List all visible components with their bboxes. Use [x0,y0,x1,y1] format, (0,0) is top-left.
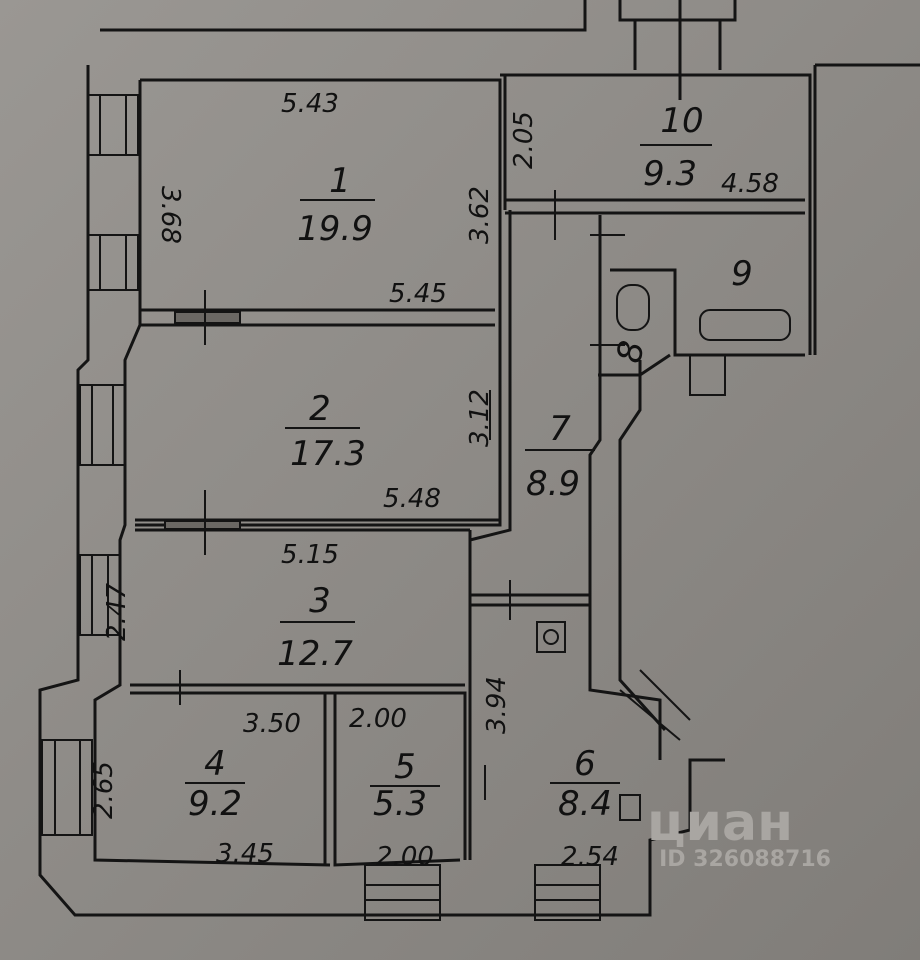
dimension: 2.05 [509,111,539,169]
room-number: 9 [731,254,753,294]
room-7: 78.9 [525,409,595,504]
dimension: 2.00 [376,842,434,872]
room-number: 4 [204,744,226,784]
room-2: 217.3 [285,389,366,474]
room-area: 9.3 [643,154,697,194]
room-number: 2 [309,389,331,429]
dimension: 3.50 [243,709,301,739]
room-3: 312.7 [277,581,355,674]
dimension: 2.54 [561,842,619,872]
room-area: 9.2 [188,784,242,824]
room-number: 10 [660,101,703,141]
dimension: 3.62 [465,186,495,244]
room-area: 8.4 [558,784,612,824]
dimension: 5.45 [389,279,447,309]
dimension: 3.12 [465,389,495,447]
dimension: 5.43 [281,89,339,119]
room-6: 68.4 [550,744,620,824]
walls [38,0,920,921]
dimension-labels: 5.43 3.68 3.62 5.45 3.12 5.48 5.15 2.47 … [89,89,779,872]
room-9: 9 [731,254,753,294]
dimension: 5.48 [383,484,441,514]
room-labels: 119.9 217.3 312.7 49.2 55.3 68.4 78.9 8 … [185,101,753,824]
watermark: циан ID 326088716 [647,793,831,872]
room-area: 17.3 [290,434,366,474]
dimension: 2.47 [102,583,132,641]
dimension: 2.65 [89,761,119,819]
room-area: 5.3 [373,784,427,824]
room-area: 19.9 [297,209,373,249]
dimension: 3.45 [216,839,274,869]
room-1: 119.9 [297,161,375,249]
room-10: 109.3 [640,101,712,194]
watermark-logo: циан [647,793,793,853]
dimension: 5.15 [281,540,339,570]
room-number: 3 [309,581,331,621]
dimension: 4.58 [721,169,779,199]
dimension: 3.94 [482,676,512,734]
room-area: 8.9 [526,464,580,504]
room-5: 55.3 [370,747,440,824]
room-number: 7 [549,409,571,449]
dimension: 3.68 [155,186,185,244]
room-area: 12.7 [277,634,353,674]
watermark-id: ID 326088716 [659,847,831,872]
dimension: 2.00 [349,704,407,734]
room-4: 49.2 [185,744,245,824]
room-number: 1 [329,161,351,201]
room-number: 6 [574,744,596,784]
room-number: 5 [394,747,416,787]
